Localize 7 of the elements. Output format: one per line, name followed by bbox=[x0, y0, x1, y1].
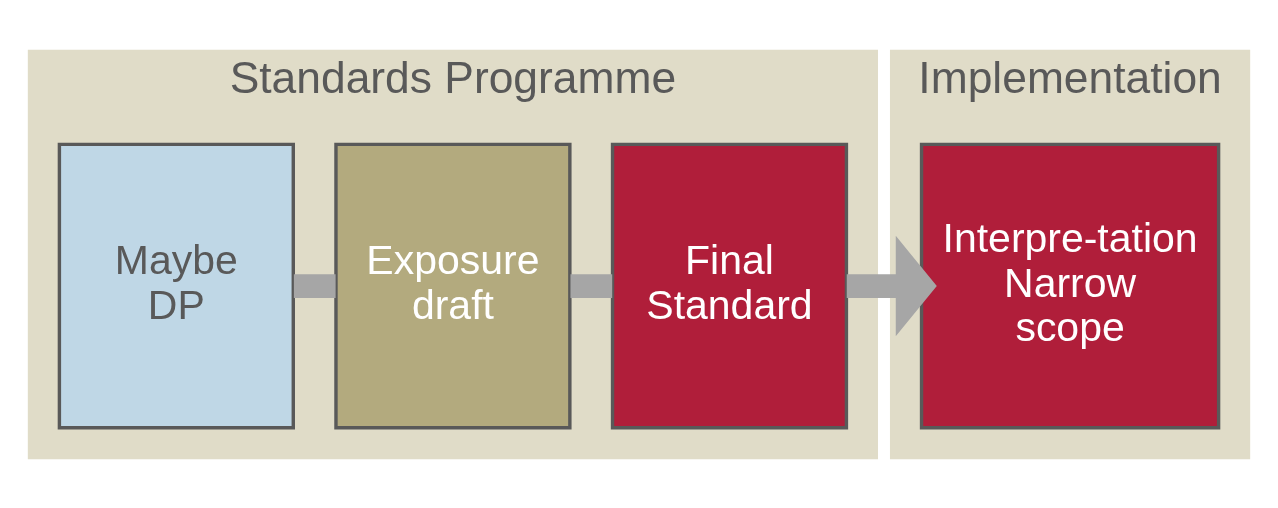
node-box: Exposure draft bbox=[334, 142, 572, 429]
node-box: Final Standard bbox=[610, 142, 849, 429]
arrow bbox=[846, 235, 937, 336]
node-box: Interpre-tation Narrow scope bbox=[919, 142, 1221, 429]
connector bbox=[293, 273, 336, 298]
connector bbox=[570, 273, 613, 298]
node-box: Maybe DP bbox=[57, 142, 295, 429]
